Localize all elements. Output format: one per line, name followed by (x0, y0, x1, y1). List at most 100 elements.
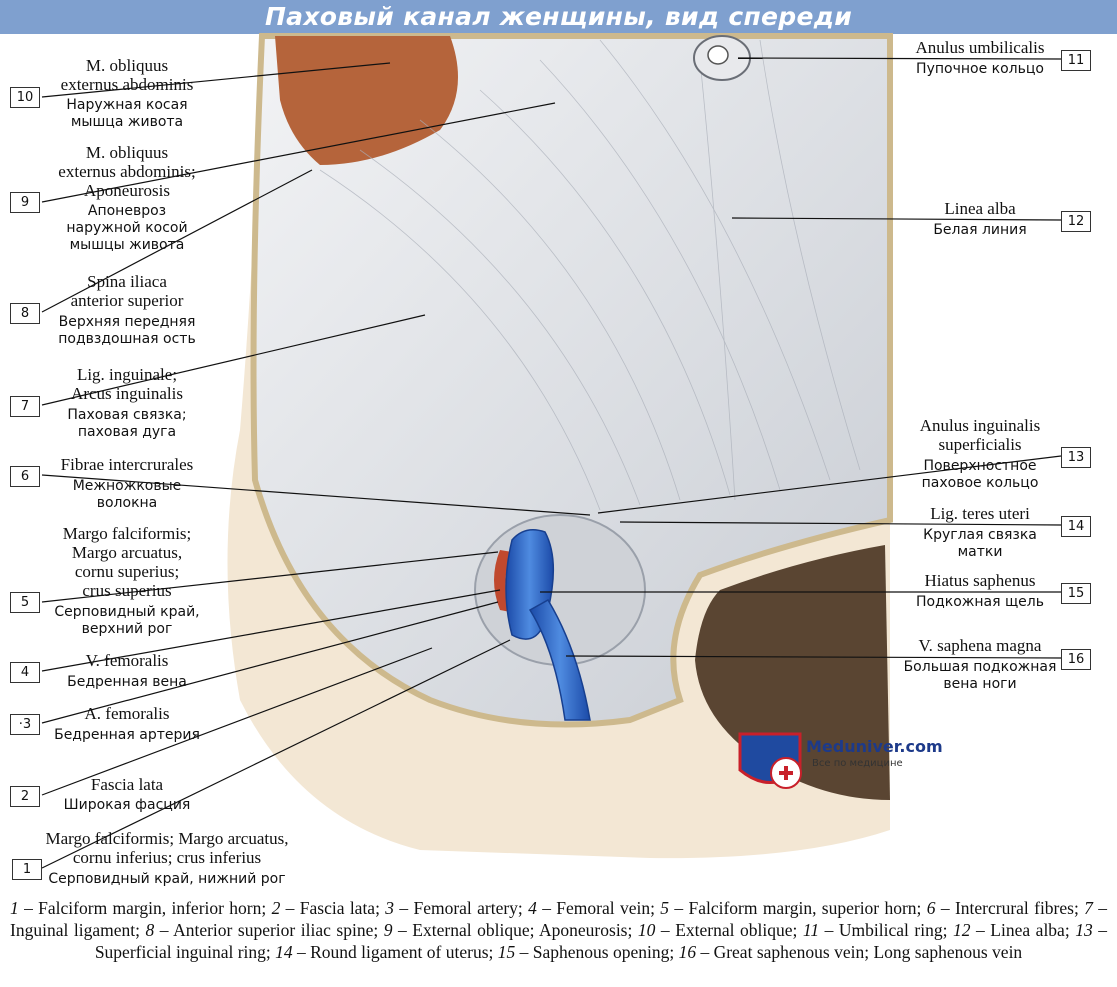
label-number-11: 11 (1061, 50, 1091, 71)
label-number-10: 10 (10, 87, 40, 108)
caption-text: – Anterior superior iliac spine; (154, 920, 384, 940)
leader-line-3 (41, 601, 499, 724)
caption-number: 3 (385, 898, 395, 918)
label-russian-7: Паховая связка; паховая дуга (67, 407, 187, 440)
caption-text: – Falciform margin, superior horn; (669, 898, 927, 918)
label-latin-4: V. femoralis (85, 651, 169, 670)
label-number-7: 7 (10, 396, 40, 417)
caption-number: 14 (275, 942, 293, 962)
caption-number: 13 (1075, 920, 1093, 940)
leader-line-4 (41, 589, 501, 672)
caption-number: 11 (802, 920, 820, 940)
label-russian-5: Серповидный край, верхний рог (54, 604, 200, 637)
caption-text: – Inguinal ligament; (10, 898, 1108, 940)
caption-number: 12 (953, 920, 971, 940)
label-russian-4: Бедренная вена (67, 674, 187, 690)
label-latin-14: Lig. teres uteri (930, 504, 1030, 523)
leader-line-12 (731, 217, 1062, 221)
figure-caption: 1 – Falciform margin, inferior horn; 2 –… (10, 897, 1107, 963)
leader-line-1 (41, 639, 511, 869)
leader-line-6 (41, 474, 591, 516)
external-oblique-muscle (275, 36, 458, 165)
title-banner (0, 0, 1117, 34)
great-saphenous-vein (528, 598, 591, 721)
label-number-6: 6 (10, 466, 40, 487)
label-latin-10: M. obliquus externus abdominis (60, 56, 194, 94)
caption-number: 6 (926, 898, 936, 918)
label-latin-2: Fascia lata (90, 775, 164, 794)
caption-text: – Great saphenous vein; Long saphenous v… (696, 942, 1023, 962)
label-number-2: 2 (10, 786, 40, 807)
caption-text: – Intercrural fibres; (935, 898, 1085, 918)
label-russian-14: Круглая связка матки (923, 527, 1037, 560)
label-russian-12: Белая линия (933, 222, 1027, 238)
caption-text: – Linea alba; (970, 920, 1076, 940)
label-latin-11: Anulus umbilicalis (915, 38, 1045, 57)
label-russian-15: Подкожная щель (915, 594, 1044, 610)
label-latin-12: Linea alba (944, 199, 1016, 218)
label-number-16: 16 (1061, 649, 1091, 670)
logo-name[interactable]: Meduniver.com (806, 737, 943, 756)
label-latin-7: Lig. inguinale; Arcus inguinalis (71, 365, 183, 403)
caption-text: – External oblique; (655, 920, 803, 940)
leader-line-10 (41, 62, 391, 98)
leader-line-8 (41, 169, 313, 313)
caption-number: 5 (660, 898, 670, 918)
label-russian-1: Серповидный край, нижний рог (48, 871, 286, 887)
label-russian-13: Поверхностное паховое кольцо (921, 458, 1039, 491)
label-number-4: 4 (10, 662, 40, 683)
leader-line-13 (597, 455, 1062, 514)
caption-text: – Femoral artery; (394, 898, 529, 918)
label-russian-10: Наружная косая мышца живота (66, 97, 188, 130)
caption-text: – Umbilical ring; (819, 920, 953, 940)
caption-number: 10 (637, 920, 656, 940)
caption-number: 1 (10, 898, 19, 918)
label-number-5: 5 (10, 592, 40, 613)
label-russian-3: Бедренная артерия (54, 727, 200, 743)
caption-number: 16 (678, 942, 697, 962)
caption-number: 7 (1084, 898, 1093, 918)
leader-line-5 (41, 551, 499, 603)
label-number-9: 9 (10, 192, 40, 213)
label-russian-6: Межножковые волокна (72, 478, 182, 511)
label-latin-5: Margo falciformis; Margo arcuatus, cornu… (62, 524, 192, 600)
leader-line-9 (41, 102, 556, 203)
leader-line-2 (41, 647, 433, 796)
label-russian-9: Апоневроз наружной косой мышцы живота (66, 203, 188, 253)
caption-number: 9 (383, 920, 393, 940)
leader-lines (41, 57, 1062, 869)
label-latin-15: Hiatus saphenus (924, 571, 1036, 590)
caption-text: – Superficial inguinal ring; (94, 920, 1107, 962)
leader-line-14 (619, 521, 1062, 526)
label-latin-9: M. obliquus externus abdominis; Aponeuro… (58, 143, 196, 200)
label-latin-1: Margo falciformis; Margo arcuatus, cornu… (45, 829, 289, 867)
caption-text: – External oblique; Aponeurosis; (392, 920, 638, 940)
label-number-8: 8 (10, 303, 40, 324)
caption-text: – Falciform margin, inferior horn; (18, 898, 272, 918)
label-russian-8: Верхняя передняя подвздошная ость (58, 314, 196, 347)
label-latin-6: Fibrae intercrurales (60, 455, 194, 474)
caption-number: 15 (497, 942, 516, 962)
leader-line-11 (737, 57, 1062, 60)
label-russian-16: Большая подкожная вена ноги (903, 659, 1057, 692)
leader-line-16 (565, 655, 1062, 659)
caption-number: 4 (528, 898, 537, 918)
caption-text: – Fascia lata; (280, 898, 386, 918)
label-russian-2: Широкая фасция (63, 797, 191, 813)
aponeurosis-fibres (319, 39, 861, 511)
caption-number: 8 (145, 920, 155, 940)
caption-text: – Saphenous opening; (515, 942, 679, 962)
label-latin-16: V. saphena magna (918, 636, 1042, 655)
caption-text: – Round ligament of uterus; (292, 942, 498, 962)
caption-text: – Femoral vein; (536, 898, 661, 918)
label-latin-8: Spina iliaca anterior superior (70, 272, 184, 310)
page-title: Паховый канал женщины, вид спереди (264, 2, 853, 31)
label-number-13: 13 (1061, 447, 1091, 468)
label-latin-3: A. femoralis (84, 704, 170, 723)
label-number-14: 14 (1061, 516, 1091, 537)
label-russian-11: Пупочное кольцо (916, 61, 1044, 77)
label-latin-13: Anulus inguinalis superficialis (919, 416, 1041, 454)
leader-line-7 (41, 314, 426, 406)
label-number-1: 1 (12, 859, 42, 880)
